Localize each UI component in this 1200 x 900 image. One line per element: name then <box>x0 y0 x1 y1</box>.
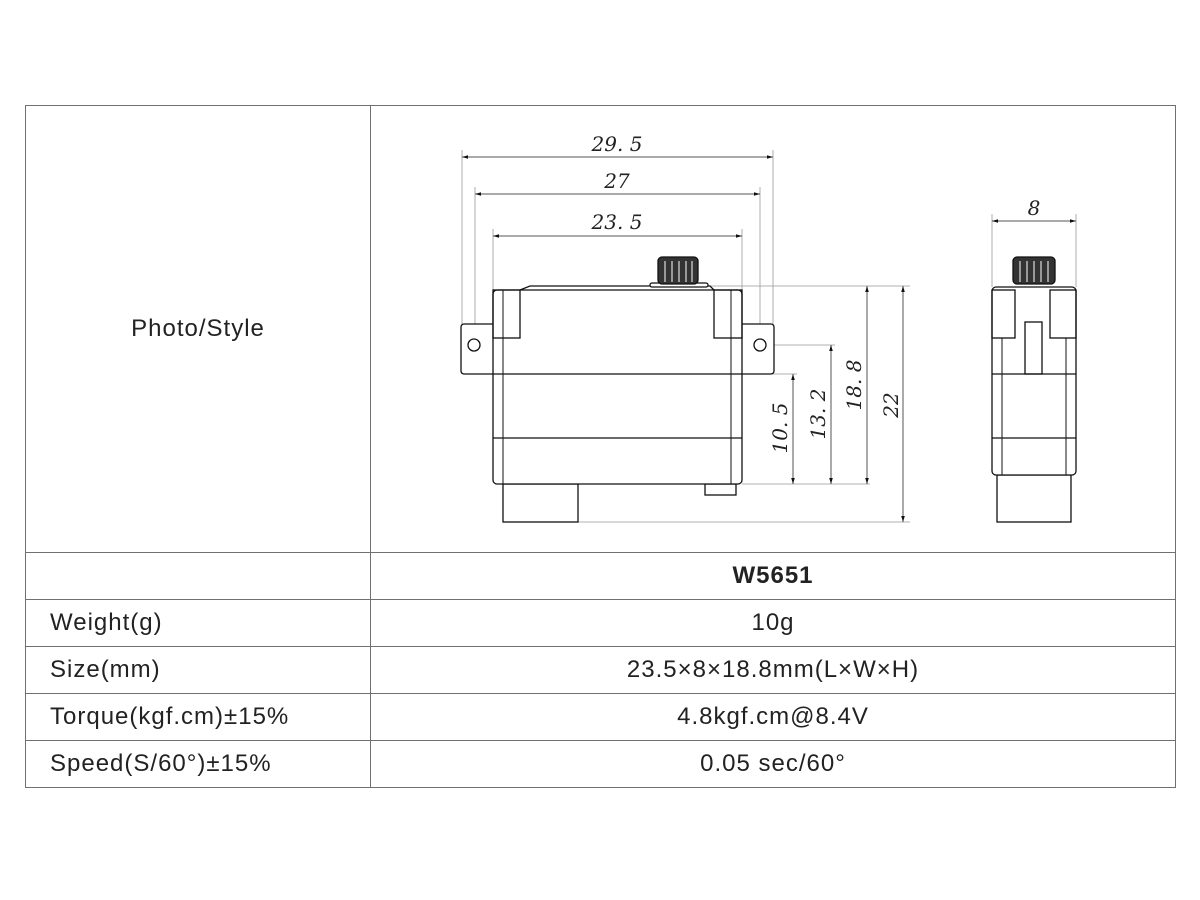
dim-10-5: 10. 5 <box>768 403 792 454</box>
table-row: Weight(g) 10g <box>25 599 1176 647</box>
dim-18-8: 18. 8 <box>842 360 866 411</box>
dim-13-2: 13. 2 <box>806 389 830 440</box>
dim-22: 22 <box>879 392 903 418</box>
table-row: Torque(kgf.cm)±15% 4.8kgf.cm@8.4V <box>25 693 1176 741</box>
spec-value: 0.05 sec/60° <box>370 740 1176 788</box>
dim-27: 27 <box>603 169 630 193</box>
spec-label: Torque(kgf.cm)±15% <box>25 693 371 741</box>
spec-label: Speed(S/60°)±15% <box>25 740 371 788</box>
dim-29-5: 29. 5 <box>591 132 643 156</box>
servo-side-view <box>991 256 1077 523</box>
spec-value: 10g <box>370 599 1176 647</box>
dim-23-5: 23. 5 <box>591 210 643 234</box>
spec-label: Weight(g) <box>25 599 371 647</box>
photo-style-label: Photo/Style <box>25 105 371 553</box>
spec-value: 4.8kgf.cm@8.4V <box>370 693 1176 741</box>
dim-8: 8 <box>1028 196 1041 220</box>
model-name: W5651 <box>370 552 1176 600</box>
table-row: Speed(S/60°)±15% 0.05 sec/60° <box>25 740 1176 788</box>
servo-front-view <box>460 256 775 523</box>
extension-lines <box>461 150 1077 523</box>
spec-value: 23.5×8×18.8mm(L×W×H) <box>370 646 1176 694</box>
dimension-lines <box>462 155 1076 522</box>
